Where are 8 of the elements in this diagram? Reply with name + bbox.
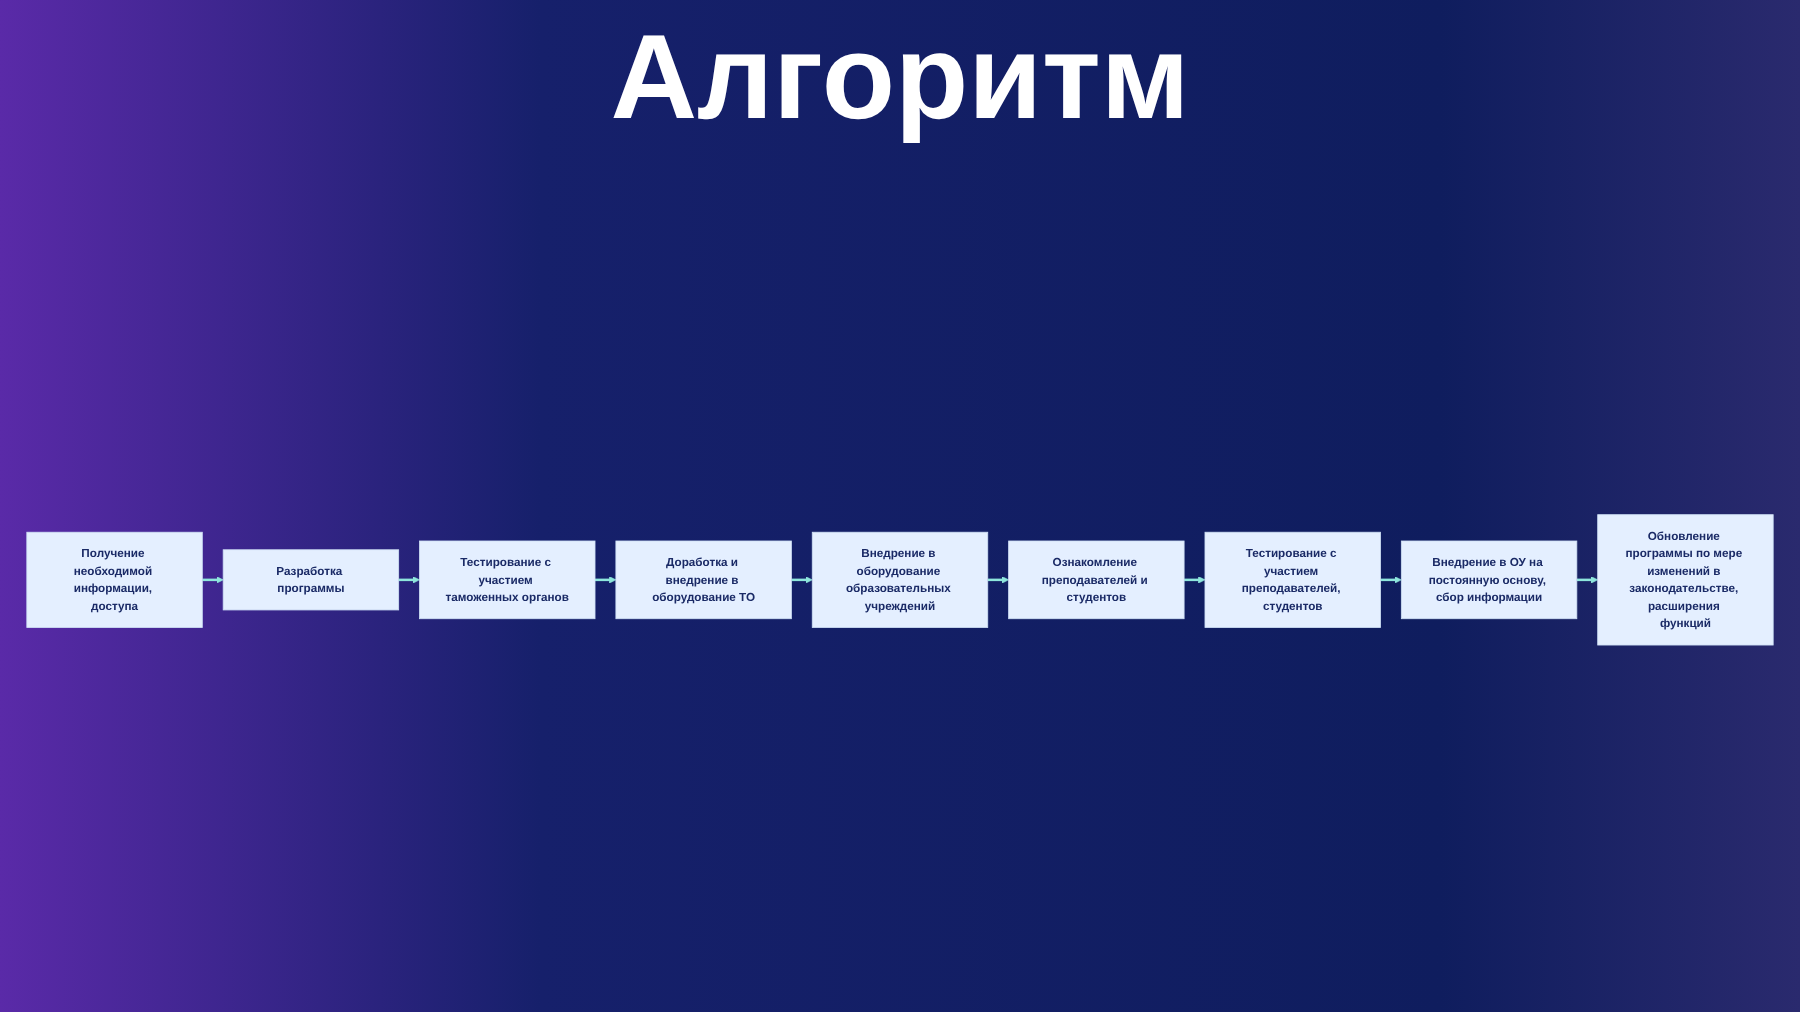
- arrow: [987, 576, 1009, 584]
- arrow: [202, 576, 224, 584]
- arrow: [398, 576, 420, 584]
- arrow: [1576, 576, 1599, 584]
- arrow: [1184, 576, 1206, 584]
- arrow: [791, 576, 813, 584]
- arrow: [1380, 576, 1402, 584]
- title: Алгоритм: [608, 8, 1192, 148]
